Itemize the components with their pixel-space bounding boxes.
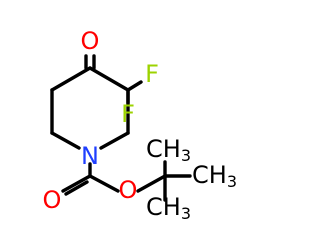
methyl-right-sub: 3 (227, 172, 237, 191)
methyl-right-label: CH3 (192, 161, 237, 191)
ester-oxygen-label: O (119, 176, 138, 204)
bond-c2-n (99, 131, 130, 150)
nitrogen-label: N (81, 142, 99, 170)
bond-c5-c4 (50, 66, 92, 92)
carbonyl-oxygen-label: O (43, 186, 62, 214)
bond-c3-f1 (126, 80, 143, 92)
methyl-top-sub: 3 (181, 146, 191, 165)
bond-carbonyl-double-b (64, 180, 89, 196)
bond-carbonyl-ester-o (88, 174, 120, 193)
chemical-structure-diagram: O F F N O O CH3 CH3 CH3 (43, 27, 237, 223)
methyl-bottom-label: CH3 (146, 193, 191, 223)
ketone-oxygen-label: O (81, 27, 100, 55)
bond-ester-o-cq (136, 174, 167, 193)
methyl-bottom-sub: 3 (181, 204, 191, 223)
methyl-right-main: CH (192, 161, 227, 189)
bond-n-c6 (50, 131, 81, 150)
methyl-top-main: CH (146, 135, 181, 163)
methyl-top-label: CH3 (146, 135, 191, 165)
fluorine-label-1: F (145, 60, 159, 88)
fluorine-label-2: F (121, 100, 135, 128)
bond-carbonyl-double-a (61, 174, 92, 193)
bond-c4-c3 (88, 66, 130, 92)
methyl-bottom-main: CH (146, 193, 181, 221)
